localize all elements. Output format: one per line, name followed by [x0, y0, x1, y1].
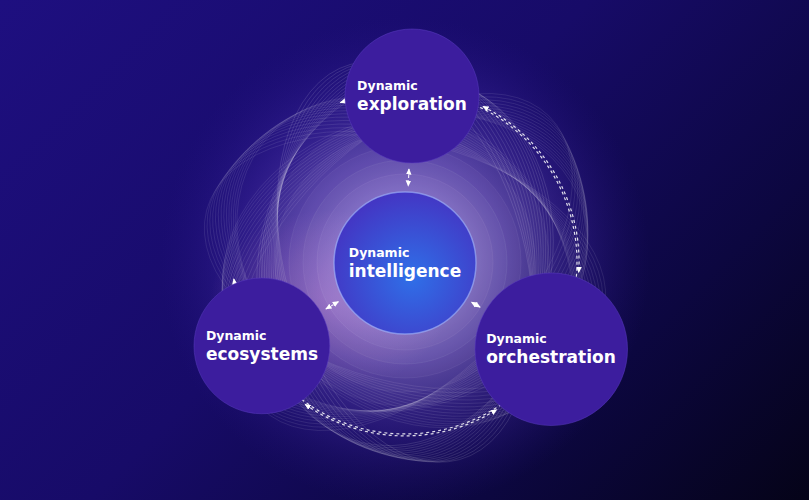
wave-line [170, 29, 640, 496]
wave-line [169, 33, 641, 491]
circle-fill [475, 273, 628, 426]
wave-line [235, 32, 575, 491]
circle-fill [194, 278, 330, 414]
dashed-connector [408, 169, 410, 186]
label-word: ecosystems [206, 344, 318, 364]
label-prefix: Dynamic [357, 78, 467, 94]
label-word: intelligence [349, 261, 461, 281]
central-glow [160, 17, 650, 500]
dashed-connector [483, 106, 579, 272]
wave-lines [169, 29, 642, 496]
concept-circle: Dynamicexploration [344, 28, 480, 164]
concept-circle: Dynamicecosystems [193, 277, 331, 415]
circle-fill [345, 29, 479, 163]
label-word: exploration [357, 94, 467, 114]
wave-line [170, 49, 641, 476]
dashed-connector [471, 302, 480, 307]
label-prefix: Dynamic [349, 245, 461, 261]
dashed-connector [326, 302, 339, 309]
label-word: orchestration [486, 347, 616, 367]
circle-label: Dynamicexploration [357, 78, 467, 114]
wave-line [169, 31, 640, 494]
circle-fill [334, 192, 476, 334]
wave-line [170, 49, 641, 476]
label-prefix: Dynamic [206, 328, 318, 344]
concept-circle: Dynamicorchestration [474, 272, 629, 427]
core-circle: Dynamicintelligence [333, 191, 477, 335]
circle-label: Dynamicecosystems [206, 328, 318, 364]
label-prefix: Dynamic [486, 331, 616, 347]
circle-label: Dynamicorchestration [486, 331, 616, 367]
circle-label: Dynamicintelligence [349, 245, 461, 281]
dashed-connector [305, 404, 497, 436]
wave-line [240, 36, 570, 488]
